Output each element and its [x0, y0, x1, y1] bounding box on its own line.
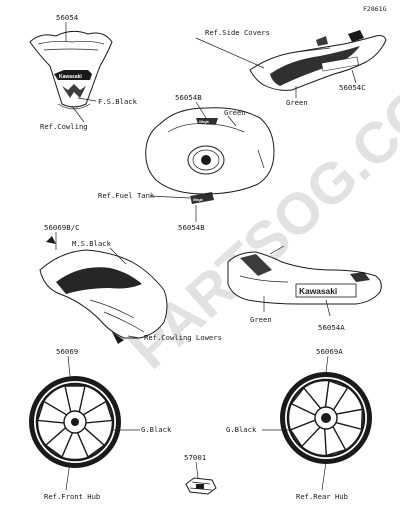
label-ms-black: M.S.Black: [72, 239, 112, 248]
code-57001: 57001: [184, 453, 206, 462]
code-56054b-bottom: 56054B: [178, 223, 205, 232]
rear-wheel-decal: [280, 372, 372, 464]
mid-cowl-decal: [39, 236, 168, 344]
tank-side-ninja-text: Ninja: [193, 197, 204, 202]
upper-cowl-brand-text: Kawasaki: [59, 74, 82, 80]
label-ref-front-hub: Ref.Front Hub: [44, 492, 100, 501]
watermark: PARTSOG.COM: [117, 43, 400, 382]
label-ref-rear-hub: Ref.Rear Hub: [296, 492, 348, 501]
label-green-tank: Green: [224, 108, 246, 117]
lower-cowling-decal: Kawasaki: [227, 251, 382, 305]
side-cover-decal: [249, 30, 387, 91]
code-56069a: 56069A: [316, 347, 343, 356]
label-ref-side-covers: Ref.Side Covers: [205, 28, 270, 37]
label-gblack-front: G.Black: [141, 425, 172, 434]
code-56054c: 56054C: [339, 83, 366, 92]
code-56069: 56069: [56, 347, 78, 356]
code-56054: 56054: [56, 13, 79, 22]
label-gblack-rear: G.Black: [226, 425, 257, 434]
code-56069bc: 56069B/C: [44, 223, 80, 232]
code-56054b-top: 56054B: [175, 93, 202, 102]
lower-cowl-brand-text: Kawasaki: [299, 286, 337, 296]
label-ref-cowling: Ref.Cowling: [40, 122, 88, 131]
label-green-side: Green: [286, 98, 308, 107]
code-56054a: 56054A: [318, 323, 345, 332]
watermark-text: PARTSOG.COM: [117, 43, 400, 382]
clip-part: [185, 477, 217, 495]
figure-code: F2861G: [363, 5, 387, 13]
upper-cowling-decal: Kawasaki: [29, 30, 113, 110]
fuel-tank-decal: Ninja Ninja: [145, 107, 275, 204]
label-ref-fuel-tank: Ref.Fuel Tank: [98, 191, 155, 200]
label-green-lower: Green: [250, 315, 272, 324]
label-fs-black: F.S.Black: [98, 97, 138, 106]
front-wheel-decal: [29, 376, 121, 468]
label-ref-cowling-lowers-left: Ref.Cowling Lowers: [144, 333, 222, 342]
tank-top-ninja-text: Ninja: [199, 119, 210, 124]
